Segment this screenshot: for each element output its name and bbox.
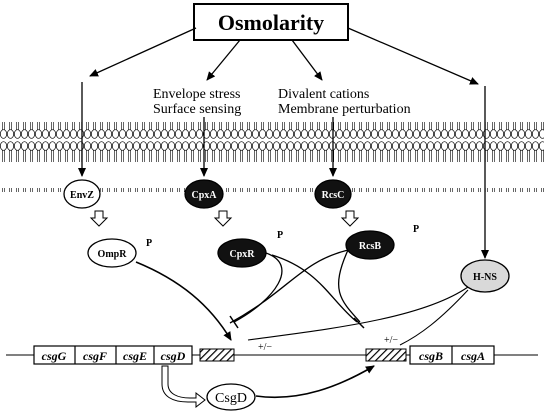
gene-csgb: csgB: [419, 349, 443, 363]
rcsb-represses-csgb: [338, 249, 361, 323]
gene-csga: csgA: [461, 349, 485, 363]
sensor-rcsc: RcsC: [314, 179, 352, 209]
gene-csgg: csgG: [42, 349, 67, 363]
stimulus-envelope-stress: Envelope stress: [153, 87, 240, 102]
gene-csge: csgE: [123, 349, 147, 363]
ompr-activates-csgd: [135, 261, 232, 341]
hns-label: H-NS: [473, 272, 497, 283]
csgd-promoter: [199, 348, 235, 362]
rcsc-label: RcsC: [322, 190, 345, 201]
operon-csgdefg: csgG csgF csgE csgD: [33, 345, 193, 365]
phosphotransfer-arrows: [89, 210, 360, 227]
regulatory-edges: [135, 249, 469, 346]
hollow-arrow-envz-ompr: [89, 210, 109, 227]
hns-to-csgb: [399, 289, 469, 346]
rcsb-label: RcsB: [359, 241, 382, 252]
csgb-promoter: [365, 348, 407, 362]
effect-right-label: +/−: [384, 335, 398, 346]
cpxa-label: CpxA: [191, 190, 217, 201]
sensor-envz: EnvZ: [63, 179, 101, 209]
regulator-cpxr: CpxR P: [217, 230, 283, 268]
regulator-ompr: OmpR P: [87, 238, 152, 268]
gene-csgf: csgF: [83, 349, 107, 363]
signal-lines: [78, 82, 489, 259]
hollow-arrow-rcsc-rcsb: [340, 210, 360, 227]
regulator-rcsb: RcsB P: [345, 224, 419, 260]
sensor-cpxa: CpxA: [184, 179, 224, 209]
stimulus-membrane-perturbation: Membrane perturbation: [278, 102, 411, 117]
csgd-activates-csgb: [255, 365, 375, 399]
effect-left-label: +/−: [258, 342, 272, 353]
regulator-hns: H-NS: [460, 259, 510, 293]
arrow-to-divalent-cations: [291, 39, 323, 81]
osmolarity-title: Osmolarity: [218, 10, 324, 35]
gene-csgd: csgD: [161, 349, 186, 363]
cpxr-represses-csgb: [271, 254, 358, 323]
rcsb-bar: [353, 317, 365, 329]
cpxr-bar: [229, 315, 239, 329]
osmolarity-arrows: [89, 27, 479, 85]
translation-arrow: [161, 365, 206, 409]
rcsb-represses-csgd: [229, 249, 349, 324]
ompr-phospho: P: [146, 238, 152, 249]
arrow-to-hns: [347, 27, 479, 85]
arrow-to-envelope-stress: [206, 39, 241, 81]
envz-label: EnvZ: [70, 190, 94, 201]
operon-csgba: csgB csgA: [409, 345, 495, 365]
membrane-bilayer: [0, 122, 544, 192]
stimulus-surface-sensing: Surface sensing: [153, 102, 241, 117]
hollow-arrow-cpxa-cpxr: [213, 210, 233, 227]
cpxr-phospho: P: [277, 230, 283, 241]
ompr-label: OmpR: [98, 249, 128, 260]
osmolarity-box: Osmolarity: [193, 3, 349, 41]
cpxr-label: CpxR: [229, 249, 255, 260]
stimulus-divalent-cations: Divalent cations: [278, 87, 369, 102]
csgd-protein-label: CsgD: [215, 391, 247, 406]
cpxr-represses-csgd: [233, 252, 283, 323]
hns-to-csgd: [247, 286, 469, 341]
rcsb-phospho: P: [413, 224, 419, 235]
arrow-to-envz: [89, 27, 197, 77]
protein-csgd: CsgD: [206, 383, 256, 411]
